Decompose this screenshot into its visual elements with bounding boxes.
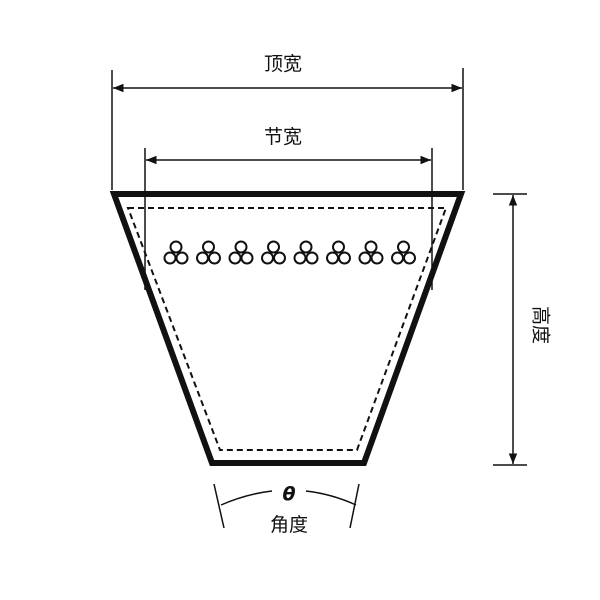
height-dimension: 高度	[493, 193, 552, 466]
cord-strand	[397, 240, 410, 254]
cord-strand	[175, 251, 189, 265]
cord-cluster	[228, 240, 254, 265]
height-label: 高度	[530, 306, 552, 344]
belt-outline	[109, 191, 466, 466]
top-width-dimension: 顶宽	[111, 53, 464, 190]
cord-strand	[305, 251, 319, 265]
cord-strand	[196, 251, 209, 265]
cord-strand	[267, 240, 280, 254]
cord-strand	[202, 240, 215, 254]
cord-strand	[208, 251, 221, 265]
cord-strand	[293, 251, 307, 265]
top-width-label: 顶宽	[264, 53, 302, 75]
cord-cluster	[293, 240, 319, 265]
cord-strand	[338, 251, 351, 265]
angle-symbol: θ	[282, 483, 295, 505]
tension-cords	[163, 240, 416, 265]
cord-strand	[364, 240, 378, 254]
pitch-width-dimension: 节宽	[144, 126, 433, 290]
cord-strand	[273, 251, 286, 265]
angle-dimension: θ 角度	[213, 483, 360, 536]
cord-strand	[326, 251, 339, 265]
cord-cluster	[326, 240, 351, 265]
cord-strand	[240, 251, 254, 265]
cord-strand	[261, 251, 274, 265]
cord-strand	[358, 251, 372, 265]
angle-label: 角度	[270, 514, 308, 536]
cord-strand	[370, 251, 384, 265]
pitch-width-label: 节宽	[264, 126, 302, 148]
cord-cluster	[163, 240, 189, 265]
cord-strand	[332, 240, 345, 254]
cord-cluster	[358, 240, 384, 265]
cord-strand	[169, 240, 183, 254]
cord-strand	[234, 240, 248, 254]
cord-cluster	[261, 240, 286, 265]
cord-cluster	[391, 240, 416, 265]
cord-strand	[228, 251, 242, 265]
cord-strand	[163, 251, 177, 265]
belt-inner-dashed	[126, 207, 448, 451]
cord-strand	[403, 251, 416, 265]
cord-strand	[391, 251, 404, 265]
cord-cluster	[196, 240, 221, 265]
cord-strand	[299, 240, 313, 254]
